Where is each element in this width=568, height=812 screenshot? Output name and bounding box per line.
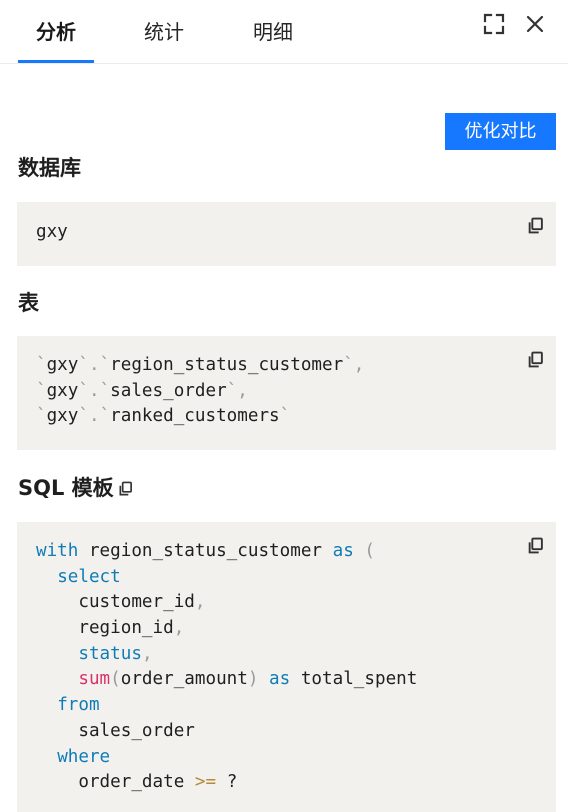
active-tab-indicator: [18, 60, 94, 63]
sql-code-block: with region_status_customer as ( select …: [17, 522, 556, 812]
sql-line: region_id,: [78, 618, 185, 639]
sql-line: sum(order_amount) as total_spent: [78, 669, 418, 690]
tab-statistics[interactable]: 统计: [144, 20, 184, 44]
database-title: 数据库: [18, 156, 81, 180]
copy-database-icon[interactable]: [527, 217, 544, 234]
optimize-compare-button[interactable]: 优化对比: [445, 113, 556, 150]
close-icon[interactable]: [523, 12, 547, 36]
tab-details[interactable]: 明细: [253, 20, 293, 44]
database-code-block: gxy: [17, 202, 556, 266]
tables-code-block: `gxy`.`region_status_customer`, `gxy`.`s…: [17, 336, 556, 450]
sql-line: order_date >= ?: [78, 772, 238, 793]
copy-sql-icon[interactable]: [527, 537, 544, 554]
tables-title: 表: [18, 291, 39, 315]
table-line-3: `gxy`.`ranked_customers`: [36, 406, 291, 427]
sql-template-title: SQL 模板: [18, 476, 114, 500]
sql-line: customer_id,: [78, 592, 206, 613]
sql-line: select: [57, 566, 121, 587]
table-line-2: `gxy`.`sales_order`,: [36, 380, 248, 401]
database-value: gxy: [36, 222, 68, 242]
copy-sql-title-icon[interactable]: [118, 481, 133, 496]
sql-line: where: [57, 746, 111, 767]
sql-line: with region_status_customer as (: [36, 541, 375, 561]
table-line-1: `gxy`.`region_status_customer`,: [36, 355, 365, 375]
expand-icon[interactable]: [482, 12, 506, 36]
sql-line: sales_order: [78, 720, 195, 741]
panel-header: 分析 统计 明细: [0, 0, 568, 64]
sql-line: status,: [78, 643, 153, 664]
sql-line: from: [57, 695, 100, 716]
copy-tables-icon[interactable]: [527, 351, 544, 368]
tab-analysis[interactable]: 分析: [36, 20, 76, 44]
